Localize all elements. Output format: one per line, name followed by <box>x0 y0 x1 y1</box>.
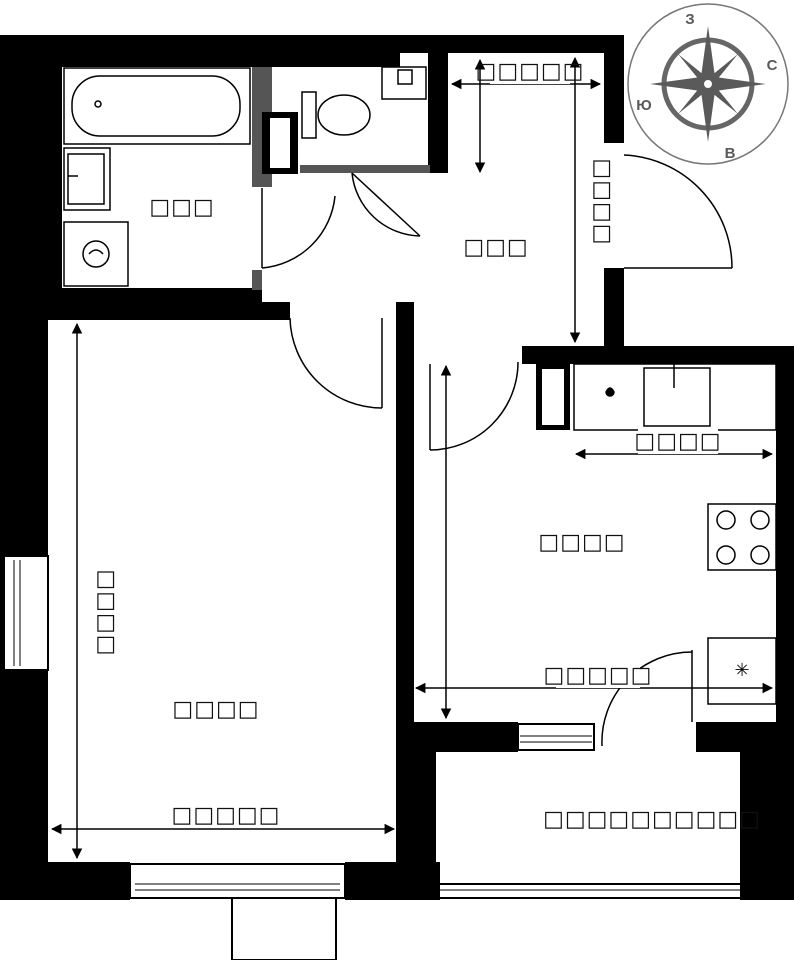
compass-north: З <box>685 11 694 28</box>
dimension-lines <box>50 56 774 860</box>
dim-living-left: □□□□ <box>94 569 119 656</box>
dimension-labels: □□□□□ □□□□ □□□□ □□□□□ □□□□ □□□□□ <box>79 58 721 828</box>
room-labels: □□□ □□□ □□□□ □□□□ □□□□□□□□□□ <box>149 195 761 832</box>
dim-living-bottom: □□□□□ <box>172 803 281 828</box>
compass-east: С <box>767 57 778 74</box>
dim-hall-top: □□□□□ <box>476 59 585 84</box>
toilet <box>301 91 371 139</box>
window-living-bottom <box>129 863 346 960</box>
room-label-bathroom: □□□ <box>149 195 214 220</box>
small-sink <box>381 66 427 100</box>
compass: З С В Ю <box>627 3 789 165</box>
room-label-hall: □□□ <box>463 235 528 260</box>
kitchen-counter-sink <box>573 363 777 431</box>
svg-text:✳: ✳ <box>734 660 749 681</box>
compass-south: В <box>725 145 736 162</box>
bathroom-sink <box>63 147 111 211</box>
compass-rose-icon <box>650 26 766 142</box>
balcony-glazing <box>436 883 740 899</box>
walls <box>0 35 794 900</box>
dim-kitchen-bottom: □□□□□ <box>544 663 653 688</box>
fridge <box>536 364 570 430</box>
stove <box>707 503 777 571</box>
dim-kitchen-top: □□□□ <box>634 429 721 454</box>
room-label-kitchen: □□□□ <box>538 530 625 555</box>
room-label-balcony: □□□□□□□□□□ <box>543 807 761 832</box>
compass-west: Ю <box>636 97 651 114</box>
bathroom-partitions <box>252 67 430 290</box>
room-label-living-room: □□□□ <box>172 697 259 722</box>
bathtub <box>63 67 251 145</box>
dim-hall-right: □□□□ <box>590 158 615 245</box>
window-kitchen <box>517 723 595 751</box>
boiler <box>262 112 298 174</box>
washing-machine <box>63 221 129 287</box>
window-living-left <box>3 555 49 671</box>
radiator-unit: ✳ <box>707 637 777 705</box>
